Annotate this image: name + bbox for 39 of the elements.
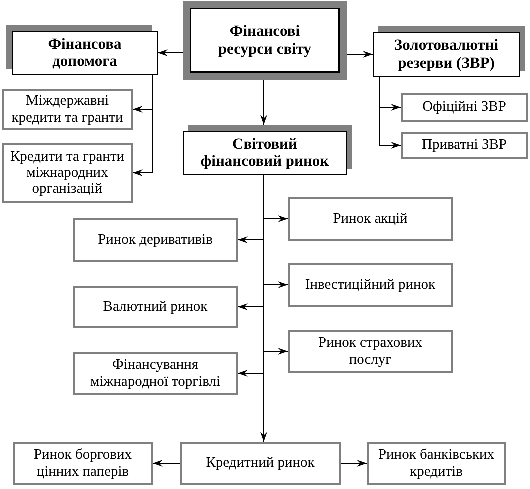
arrow bbox=[260, 174, 268, 442]
category-box bbox=[73, 218, 238, 262]
arrow bbox=[346, 51, 374, 58]
box-label: Ринок боргових цінних паперів bbox=[32, 447, 134, 480]
box-label: Кредитний ринок bbox=[206, 455, 315, 472]
category-box bbox=[288, 330, 453, 373]
box-label: Міждержавні кредити та гранти bbox=[10, 93, 124, 126]
category-box bbox=[73, 286, 238, 328]
box-label: Ринок банківських кредитів bbox=[377, 447, 496, 480]
category-box bbox=[2, 89, 133, 130]
box-label: Золотовалютні резерви (ЗВР) bbox=[393, 37, 500, 72]
category-box bbox=[367, 442, 506, 485]
arrow bbox=[260, 80, 268, 126]
arrow bbox=[152, 460, 180, 467]
category-box bbox=[401, 132, 528, 159]
box-label: Ринок страхових послуг bbox=[318, 335, 424, 368]
category-box bbox=[401, 93, 528, 122]
box-label: Фінансування міжнародної торгівлі bbox=[89, 357, 222, 390]
category-box bbox=[180, 442, 341, 485]
category-box bbox=[13, 442, 153, 485]
box-label: Світовий фінансовий ринок bbox=[200, 136, 330, 170]
arrow bbox=[380, 76, 402, 149]
root-category-box bbox=[183, 1, 347, 80]
box-label: Ринок акцій bbox=[333, 210, 408, 228]
arrow bbox=[132, 74, 154, 176]
box-label: Приватні ЗВР bbox=[422, 137, 507, 154]
arrow bbox=[158, 50, 184, 56]
category-box bbox=[288, 263, 453, 307]
box-label: Валютний ринок bbox=[103, 298, 208, 316]
box-label: Ринок деривативів bbox=[98, 232, 213, 248]
box-label: Фінансові ресурси світу bbox=[217, 23, 313, 58]
box-label: Інвестиційний ринок bbox=[305, 276, 436, 294]
box-label: Кредити та гранти міжнародних організацій bbox=[9, 148, 126, 198]
arrow bbox=[340, 460, 368, 467]
box-label: Офіційні ЗВР bbox=[422, 99, 506, 116]
category-box bbox=[288, 197, 453, 241]
category-box bbox=[2, 143, 133, 203]
category-box bbox=[73, 352, 238, 395]
box-label: Фінансова допомога bbox=[47, 36, 123, 70]
